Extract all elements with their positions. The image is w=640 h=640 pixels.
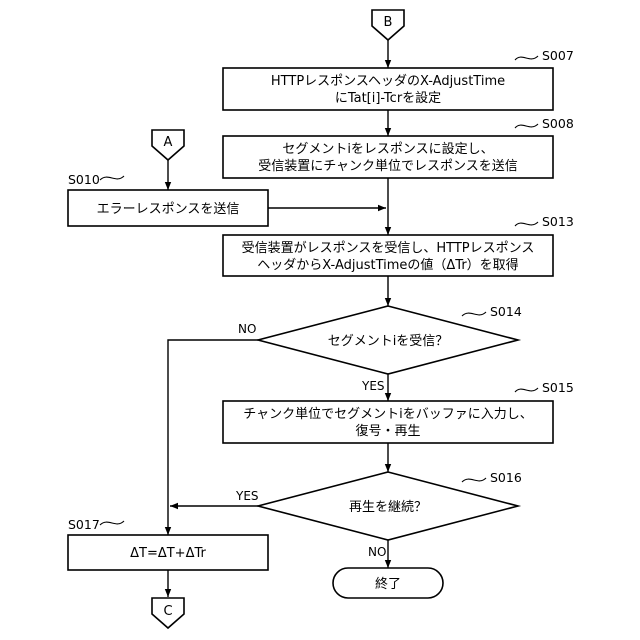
decision-s016-text: 再生を継続？ xyxy=(349,500,427,515)
decision-s016-yes: YES xyxy=(235,489,259,503)
decision-s016: 再生を継続？ S016 YES NO xyxy=(235,470,522,559)
step-s010-leader xyxy=(100,176,124,180)
connector-a: A xyxy=(152,130,184,160)
decision-s014-text: セグメントiを受信？ xyxy=(328,334,449,349)
step-s017-leader xyxy=(100,521,124,525)
connector-c: C xyxy=(152,598,184,628)
step-s007-line1: HTTPレスポンスヘッダのX-AdjustTime xyxy=(271,74,505,89)
decision-s014-leader xyxy=(462,312,486,316)
decision-s016-label: S016 xyxy=(490,470,522,485)
connector-b: B xyxy=(372,10,404,40)
step-s013-leader xyxy=(515,222,538,226)
step-s007: HTTPレスポンスヘッダのX-AdjustTime にTat[i]-Tcrを設定… xyxy=(223,48,574,110)
step-s007-leader xyxy=(515,56,538,60)
step-s015-line1: チャンク単位でセグメントiをバッファに入力し、 xyxy=(243,406,532,422)
decision-s014-no: NO xyxy=(238,322,256,336)
step-s015: チャンク単位でセグメントiをバッファに入力し、 復号・再生 S015 xyxy=(223,380,574,443)
step-s013: 受信装置がレスポンスを受信し、HTTPレスポンス ヘッダからX-AdjustTi… xyxy=(223,214,574,276)
step-s008-leader xyxy=(515,124,538,128)
step-s017-label: S017 xyxy=(68,517,100,532)
decision-s016-no: NO xyxy=(368,545,386,559)
decision-s014-yes: YES xyxy=(361,379,385,393)
terminator-end-text: 終了 xyxy=(375,576,401,592)
step-s013-label: S013 xyxy=(542,214,574,229)
step-s017-text: ΔT=ΔT+ΔTr xyxy=(130,546,206,561)
decision-s014: セグメントiを受信？ S014 NO YES xyxy=(238,304,522,393)
terminator-end: 終了 xyxy=(333,568,443,598)
step-s010-label: S010 xyxy=(68,172,100,187)
step-s010-text: エラーレスポンスを送信 xyxy=(97,202,240,217)
decision-s016-leader xyxy=(462,478,486,482)
step-s008-label: S008 xyxy=(542,116,574,131)
connector-c-label: C xyxy=(163,604,172,619)
connector-a-label: A xyxy=(164,135,173,150)
step-s008-line1: セグメントiをレスポンスに設定し、 xyxy=(282,141,493,157)
step-s008: セグメントiをレスポンスに設定し、 受信装置にチャンク単位でレスポンスを送信 S… xyxy=(223,116,574,178)
decision-s014-label: S014 xyxy=(490,304,522,319)
step-s015-label: S015 xyxy=(542,380,574,395)
step-s015-line2: 復号・再生 xyxy=(355,423,420,439)
step-s015-leader xyxy=(515,388,538,392)
step-s008-line2: 受信装置にチャンク単位でレスポンスを送信 xyxy=(258,158,518,174)
step-s013-line1: 受信装置がレスポンスを受信し、HTTPレスポンス xyxy=(242,241,535,256)
step-s007-line2: にTat[i]-Tcrを設定 xyxy=(335,90,441,106)
connector-b-label: B xyxy=(384,15,393,30)
step-s013-line2: ヘッダからX-AdjustTimeの値（ΔTr）を取得 xyxy=(257,257,518,273)
step-s007-label: S007 xyxy=(542,48,574,63)
